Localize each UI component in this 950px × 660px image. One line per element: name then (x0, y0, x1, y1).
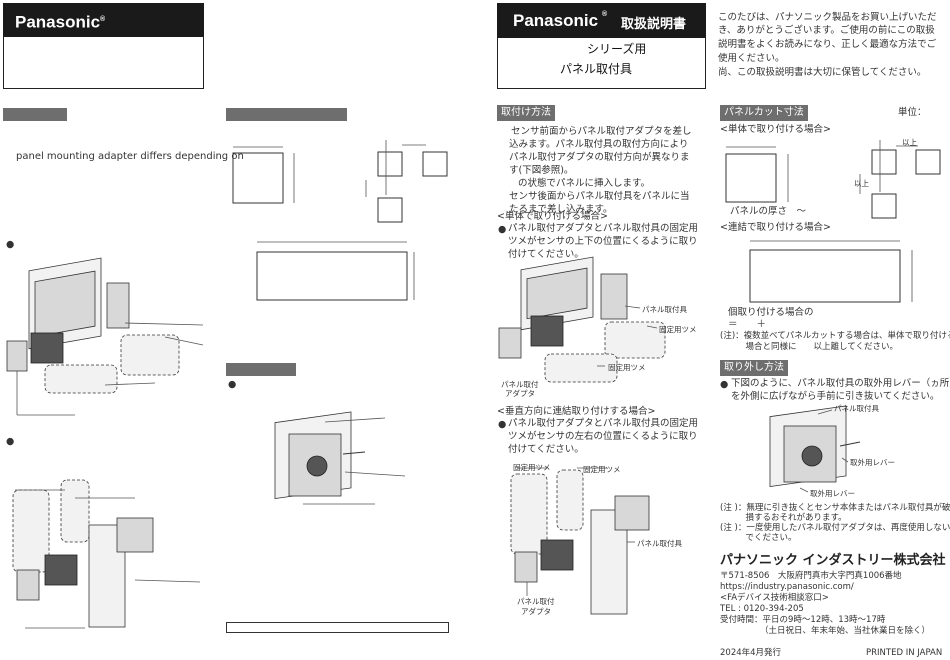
remove-note-line: でください。 (720, 533, 797, 543)
label-removal-lever: 取外用レバー (850, 457, 895, 467)
min-above-label: 以上 (854, 179, 869, 188)
remove-note-line: (注 )：一度使用したパネル取付アダプタは、再度使用しない (720, 523, 950, 533)
bullet-dot: ● (6, 239, 15, 250)
label-panel-adapter: アダプタ (521, 606, 551, 616)
mount-body-line: センサ後面からパネル取付具をパネルに当 (509, 191, 690, 202)
right-brand-text: Panasonic (513, 11, 599, 30)
left-exploded-diagram-2 (12, 479, 201, 629)
mount-vertical-line: ツメがセンサの左右の位置にくるように取り (508, 431, 698, 442)
company-url: https://industry.panasonic.com/ (720, 582, 854, 592)
intro-line: このたびは、パナソニック製品をお買い上げいただ (718, 12, 937, 23)
intro-line: き、ありがとうございます。ご使用の前にこの取扱 (718, 25, 935, 36)
label-fixing-claw: 固定用ツメ (583, 464, 621, 474)
mount-single-diagram: パネル取付具 固定用ツメ 固定用ツメ パネル取付 アダプタ (498, 256, 697, 398)
mount-vertical-line: パネル取付アダプタとパネル取付具の固定用 (508, 418, 699, 429)
printed-in: PRINTED IN JAPAN (866, 648, 943, 658)
mount-body-line: センサ前面からパネル取付アダプタを差し (511, 126, 692, 137)
cut-single-diagram: 以上 以上 (725, 138, 941, 219)
mount-single-line: パネル取付アダプタとパネル取付具の固定用 (508, 223, 699, 234)
cut-note-line: (注)：複数並べてパネルカットする場合は、単体で取り付ける (720, 331, 950, 341)
mount-vertical-title: <垂直方向に連結取り付けする場合> (497, 406, 656, 417)
panel-thickness-label: パネルの厚さ ～ (730, 206, 807, 217)
bullet-dot: ● (720, 379, 729, 390)
intro-line: 説明書をよくお読みになり、正しく最適な方法でご (718, 39, 937, 50)
mount-body-line: す(下図参照)。 (509, 165, 574, 176)
mount-single-line: ツメがセンサの上下の位置にくるように取り (508, 236, 698, 247)
mount-vertical-line: 付けてください。 (508, 444, 584, 455)
left-brand-logo: Panasonic® (3, 3, 204, 37)
label-fixing-claw: 固定用ツメ (513, 462, 551, 472)
right-brand-bar: Panasonic ® 取扱説明書 (497, 3, 706, 38)
left-exploded-diagram-1 (6, 257, 204, 416)
company-name: パナソニック インダストリー株式会社 (720, 553, 946, 568)
formula-line: ＝ ＋ (728, 319, 767, 330)
label-panel-adapter: パネル取付 (517, 596, 555, 606)
cut-heading: パネルカット寸法 (720, 105, 808, 121)
label-panel-bracket: パネル取付具 (637, 538, 682, 548)
product-title: パネル取付具 (560, 62, 633, 76)
company-address: 〒571-8506 大阪府門真市大字門真1006番地 (720, 571, 902, 581)
bullet-dot: ● (498, 224, 507, 235)
remove-heading: 取り外し方法 (720, 360, 788, 376)
mount-single-line: 付けてください。 (508, 249, 584, 260)
mount-vertical-diagram: 固定用ツメ 固定用ツメ パネル取付具 パネル取付 アダプタ (510, 462, 682, 616)
bullet-dot: ● (498, 419, 507, 430)
label-fixing-claw: 固定用ツメ (659, 324, 697, 334)
label-panel-bracket: パネル取付具 (834, 403, 879, 413)
remove-body-line: を外側に広げながら手前に引き抜いてください。 (731, 391, 940, 402)
mount-body-line: の状態でパネルに挿入します。 (518, 178, 651, 189)
label-panel-adapter: アダプタ (505, 388, 535, 398)
label-panel-bracket: パネル取付具 (642, 304, 687, 314)
mount-body-line: 込みます。パネル取付具の取付方向により (509, 139, 689, 150)
mount-single-title: <単体で取り付ける場合> (497, 211, 608, 222)
left-section-bar-2 (226, 108, 347, 121)
company-tel: TEL : 0120-394-205 (720, 604, 804, 614)
series-title: シリーズ用 (587, 42, 647, 56)
remove-diagram: パネル取付具 取外用レバー 取外用レバー (769, 403, 895, 498)
unit-label: 単位： (898, 107, 927, 118)
left-section-bar-1 (3, 108, 67, 121)
mount-heading: 取付け方法 (497, 105, 555, 121)
doc-type-label: 取扱説明書 (621, 17, 687, 32)
company-dept: <FAデバイス技術相談窓口> (720, 593, 829, 603)
cut-single-title: <単体で取り付ける場合> (720, 124, 831, 135)
left-dimension-diagram (232, 140, 448, 301)
intro-line: 使用ください。 (718, 53, 785, 64)
remove-body-line: 下図のように、パネル取付具の取外用レバー（ヵ所） (731, 378, 950, 389)
cut-note-line: 場合と同様に 以上離してください。 (720, 342, 899, 352)
issue-date: 2024年4月発行 (720, 648, 782, 658)
bullet-dot: ● (228, 379, 237, 390)
intro-line: 尚、この取扱説明書は大切に保管してください。 (718, 67, 927, 78)
left-brand-text: Panasonic (15, 12, 101, 32)
left-removal-diagram (274, 411, 406, 505)
cut-linked-diagram (749, 240, 913, 303)
min-above-label: 以上 (902, 138, 917, 147)
mount-body-line: たるまで差し込みます。 (509, 204, 613, 215)
bullet-dot: ● (6, 436, 15, 447)
count-line: 個取り付ける場合の (728, 307, 814, 318)
cut-linked-title: <連結で取り付ける場合> (720, 222, 831, 233)
left-brand-mark: ® (100, 16, 106, 23)
left-english-text: panel mounting adapter differs depending… (16, 151, 244, 162)
label-panel-adapter: パネル取付 (501, 379, 539, 389)
remove-note-line: 損するおそれがあります。 (720, 513, 847, 523)
company-hours: 受付時間：平日の9時～12時、13時～17時 (720, 615, 886, 625)
remove-note-line: (注 )：無理に引き抜くとセンサ本体またはパネル取付具が破 (720, 503, 950, 513)
left-bottom-box (226, 622, 449, 633)
company-closed: （土日祝日、年末年始、当社休業日を除く） (760, 626, 931, 636)
right-brand-mark: ® (602, 11, 608, 18)
label-fixing-claw: 固定用ツメ (608, 362, 646, 372)
mount-body-line: パネル取付アダプタの取付方向が異なりま (509, 152, 690, 163)
left-section-bar-3 (226, 363, 296, 376)
label-removal-lever: 取外用レバー (810, 488, 855, 498)
